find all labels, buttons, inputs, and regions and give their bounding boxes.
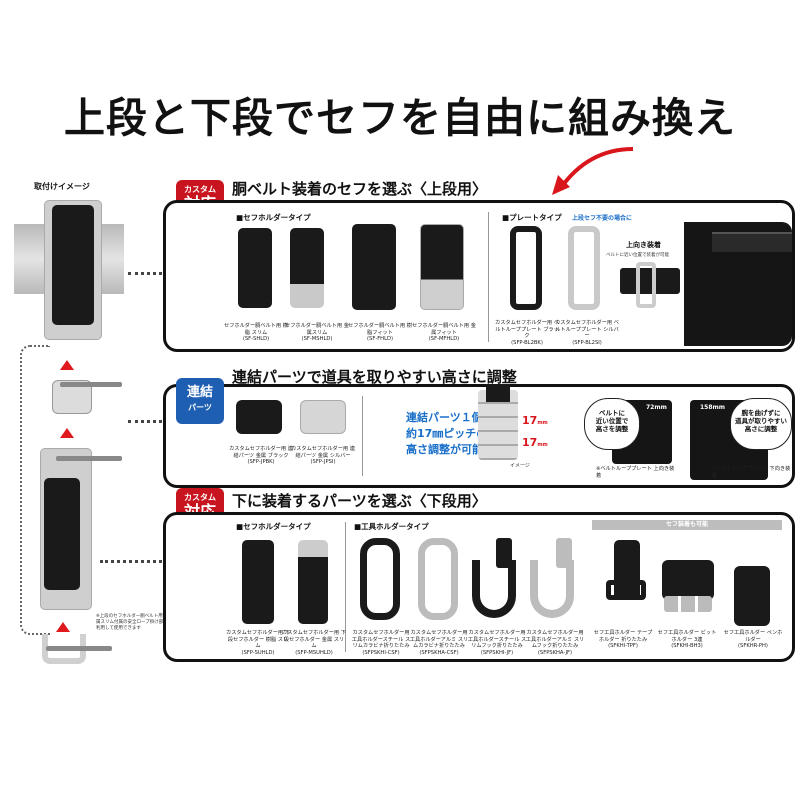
- product-sfkhi-bh3: [662, 560, 714, 600]
- lower-sub-left: ■セフホルダータイプ: [236, 522, 311, 531]
- caption-sfkhi-tpf: セフ工具ホルダー テープホルダー 折りたたみ(SFKHI-TPF): [593, 630, 653, 649]
- caption-sf-fhld: セフホルダー胴ベルト用 樹脂フィット(SF-FHLD): [348, 323, 412, 342]
- bubble-left: ベルトに近い位置で高さを調整: [584, 398, 640, 450]
- caption-bag-left: ※ベルトループプレート 上向き装着: [596, 466, 675, 479]
- connector-upper: [128, 272, 168, 275]
- product-sfkhi-tpf-clip: [606, 580, 646, 600]
- product-sfp-bl2bk: [510, 226, 542, 310]
- product-sfp-suhld: [242, 540, 274, 624]
- stack-image-top: [486, 384, 510, 402]
- band-label: セフ装着も可能: [592, 520, 782, 530]
- connect-badge: 連結 パーツ: [176, 378, 224, 424]
- caption-sfkhi-bh3: セフ工具ホルダー ビットホルダー 3連(SFKHI-BH3): [657, 630, 717, 649]
- caption-sf-shld: セフホルダー胴ベルト用 樹脂 スリム(SF-SHLD): [224, 323, 288, 342]
- bubble-right: 腕を曲げずに道具が取りやすい高さに調整: [730, 398, 792, 450]
- product-sfkhr-ph: [734, 566, 770, 626]
- mount-image-label: 取付けイメージ: [34, 182, 90, 191]
- lower-holder-pin: [56, 456, 122, 461]
- upward-image-plate: [636, 262, 656, 308]
- product-sfpskhi-jf-base: [496, 538, 512, 568]
- product-sfpskha-csf: [418, 538, 458, 620]
- upper-holder-inner: [52, 205, 94, 325]
- red-up-arrow-3: [56, 622, 70, 632]
- caption-sfpskhi-jf: カスタムセフホルダー用 工具ホルダースチール スリムフック折りたたみ(SFPSK…: [467, 630, 527, 656]
- caption-sfp-suhld: カスタムセフホルダー用 下段セフホルダー 樹脂 スリム(SFP-SUHLD): [226, 630, 290, 656]
- lower-holder-inner: [44, 478, 80, 590]
- connector-lower: [100, 560, 168, 563]
- caption-sfpskhi-csf: カスタムセフホルダー用 工具ホルダースチール スリムカラビナ折りたたみ(SFPS…: [351, 630, 411, 656]
- middle-divider: [362, 396, 363, 476]
- measure-right: 158mm: [700, 404, 726, 411]
- upward-image: [620, 268, 680, 294]
- product-sfkhi-bh3-bits: [664, 596, 712, 612]
- product-sf-mfhld: [420, 224, 464, 310]
- caption-sf-mshld: セフホルダー胴ベルト用 金属スリム(SF-MSHLD): [285, 323, 349, 342]
- product-sf-fhld: [352, 224, 396, 310]
- connector-pin: [60, 382, 122, 387]
- left-note: ※上段のセフホルダー胴ベルト用金属スリム付属の安全ロープ掛け部を利用して使用でき…: [96, 614, 168, 631]
- product-sfp-bl2si: [568, 226, 600, 310]
- pitch-label-1: 17mm: [522, 414, 548, 427]
- measure-left: 72mm: [646, 404, 667, 411]
- caption-sfp-jpbk: カスタムセフホルダー用 連結パーツ 金属 ブラック(SFP-JPBK): [229, 446, 293, 465]
- product-sfp-jpsi: [300, 400, 346, 434]
- tool-bag-belt: [712, 232, 792, 252]
- lower-divider: [345, 522, 346, 652]
- product-sfpskha-jf-base: [556, 538, 572, 568]
- product-sf-mshld: [290, 228, 324, 308]
- red-up-arrow-2: [60, 428, 74, 438]
- red-arrow-icon: [552, 147, 634, 195]
- caption-sfkhr-ph: セフ工具ホルダー ペンホルダー(SFKHR-PH): [723, 630, 783, 649]
- upper-sub-right: ■プレートタイプ: [502, 213, 562, 222]
- caption-sfpskha-jf: カスタムセフホルダー用 工具ホルダーアルミ スリムフック折りたたみ(SFPSKH…: [525, 630, 585, 656]
- caption-bag-right: ※ベルトループプレート 下向き装着: [712, 466, 791, 479]
- pitch-label-2: 17mm: [522, 436, 548, 449]
- product-sfpskhi-jf: [472, 560, 516, 618]
- product-sfpskhi-csf: [360, 538, 400, 620]
- product-sfkhi-tpf: [614, 540, 640, 600]
- product-sfp-jpbk: [236, 400, 282, 434]
- connector-middle: [128, 420, 168, 423]
- middle-desc: 連結パーツ１個で 約17㎜ピッチの 高さ調整が可能: [406, 411, 494, 456]
- lower-sub-right: ■工具ホルダータイプ: [354, 522, 429, 531]
- caption-sfp-bl2si: カスタムセフホルダー用 ベルトループプレート シルバー(SFP-BL2SI): [555, 320, 619, 346]
- caption-sfp-msuhld: カスタムセフホルダー用 下段セフホルダー 金属 スリム(SFP-MSUHLD): [282, 630, 346, 656]
- caption-sfp-jpsi: カスタムセフホルダー用 連結パーツ 金属 シルバー(SFP-JPSI): [291, 446, 355, 465]
- guide-line: [20, 345, 50, 635]
- upper-divider: [488, 212, 489, 342]
- page-title: 上段と下段でセフを自由に組み換え: [64, 94, 736, 142]
- lower-heading: 下に装着するパーツを選ぶ〈下段用〉: [232, 492, 487, 510]
- upward-note: ベルトに近い位置で装着が可能: [606, 253, 669, 258]
- upper-sub-left: ■セフホルダータイプ: [236, 213, 311, 222]
- product-sf-shld: [238, 228, 272, 308]
- upper-heading: 胴ベルト装着のセフを選ぶ〈上段用〉: [232, 180, 488, 198]
- caption-sfpskha-csf: カスタムセフホルダー用 工具ホルダーアルミ スリムカラビナ折りたたみ(SFPSK…: [409, 630, 469, 656]
- product-sfp-msuhld: [298, 540, 328, 624]
- upper-sub-right-note: 上段セフ不要の場合に: [572, 215, 633, 222]
- image-label: イメージ: [510, 463, 530, 469]
- product-sfpskha-jf: [530, 560, 574, 618]
- caption-sfp-bl2bk: カスタムセフホルダー用 ベルトループプレート ブラック(SFP-BL2BK): [495, 320, 559, 346]
- middle-heading: 連結パーツで道具を取りやすい高さに調整: [232, 368, 517, 386]
- red-up-arrow-1: [60, 360, 74, 370]
- caption-sf-mfhld: セフホルダー胴ベルト用 金属フィット(SF-MFHLD): [412, 323, 476, 342]
- upward-title: 上向き装着: [626, 241, 661, 249]
- bottom-connector-pin: [46, 646, 112, 651]
